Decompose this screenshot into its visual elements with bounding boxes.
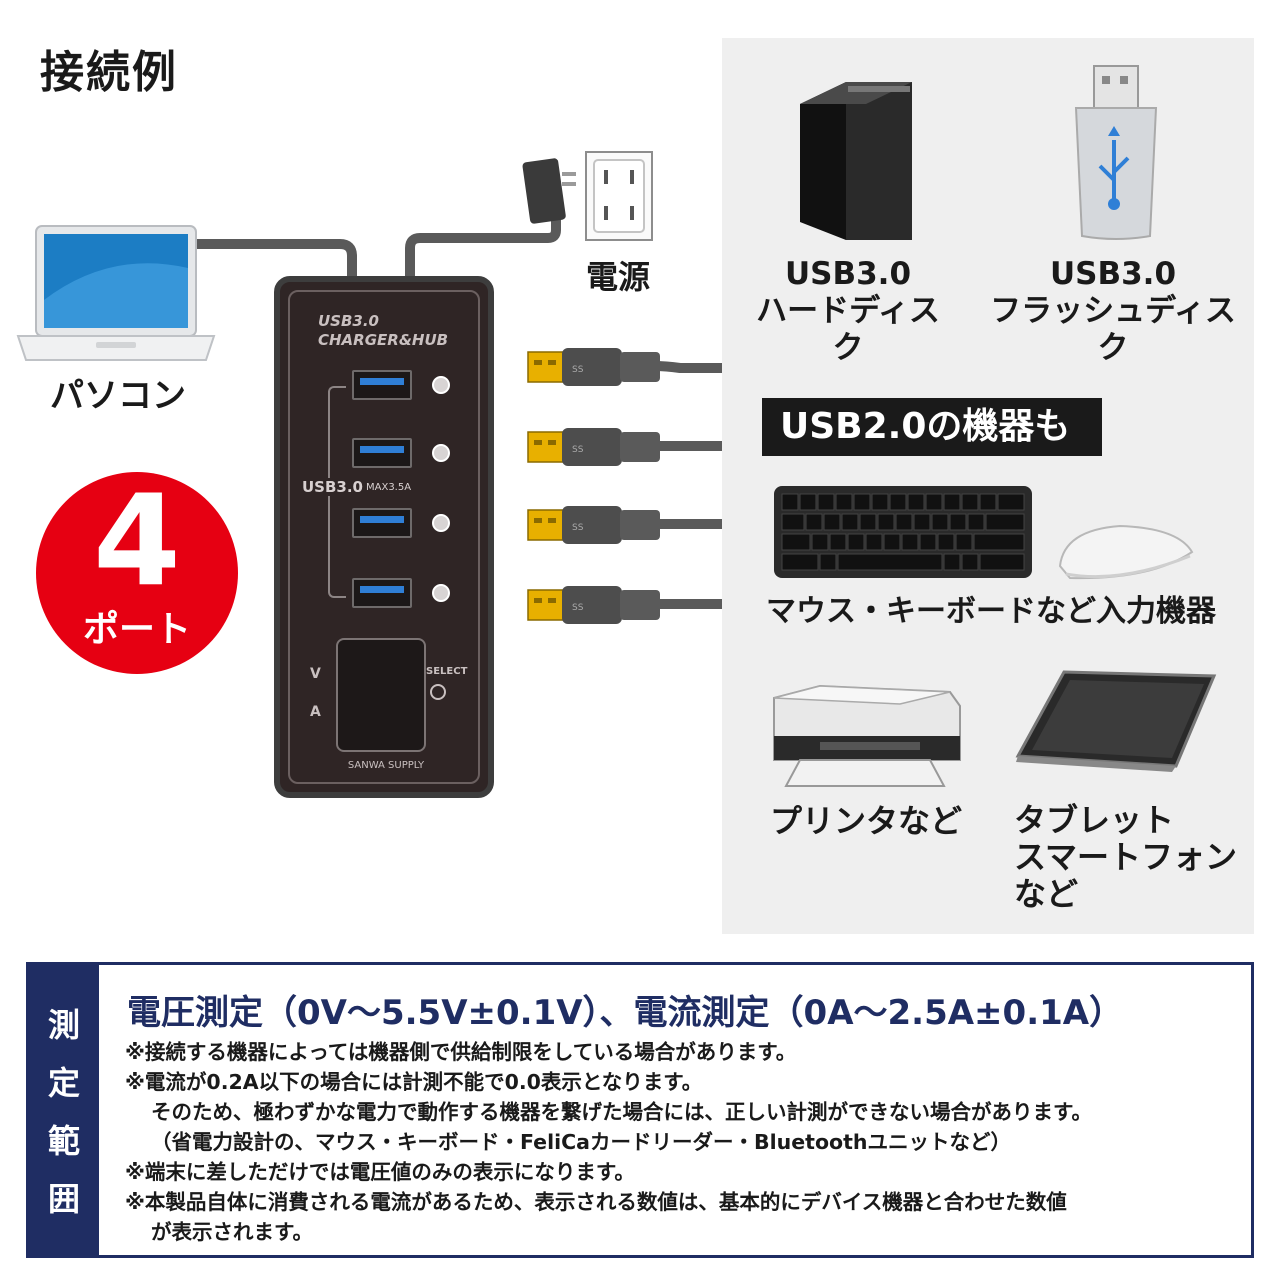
hub-usb-port-1[interactable] bbox=[352, 370, 412, 400]
hub-meter-display bbox=[336, 638, 426, 752]
input-devices-label: マウス・キーボードなど入力機器 bbox=[766, 594, 1216, 629]
note-line: が表示されます。 bbox=[151, 1220, 313, 1244]
tablet-label-line1: タブレット bbox=[1014, 801, 1175, 839]
page-title: 接続例 bbox=[40, 47, 178, 98]
hub-maker-label: SANWA SUPPLY bbox=[347, 760, 425, 771]
pc-label: パソコン bbox=[50, 376, 186, 416]
hub-usb3-label: USB3.0 bbox=[300, 478, 365, 496]
hub-usb-port-3[interactable] bbox=[352, 508, 412, 538]
side-char-3: 範 bbox=[47, 1122, 80, 1160]
svg-text:SS: SS bbox=[572, 365, 584, 375]
hub-power-switch-4[interactable] bbox=[432, 584, 450, 602]
wall-outlet-icon bbox=[585, 151, 653, 241]
hub-power-switch-3[interactable] bbox=[432, 514, 450, 532]
svg-text:SS: SS bbox=[572, 445, 584, 455]
measurement-range-side-label: 測 定 範 囲 bbox=[29, 965, 99, 1255]
hub-ampere-symbol: A bbox=[310, 704, 321, 720]
hub-select-button[interactable] bbox=[430, 684, 446, 700]
flash-drive-icon bbox=[1074, 65, 1158, 240]
ac-adapter-icon bbox=[522, 158, 576, 224]
power-label: 電源 bbox=[586, 258, 651, 296]
flash-label-line2: フラッシュディスク bbox=[990, 293, 1236, 367]
printer-icon bbox=[773, 684, 961, 787]
hub-voltage-symbol: V bbox=[310, 666, 321, 682]
hub-face bbox=[288, 290, 480, 784]
port-count-badge: 4 ポート bbox=[36, 472, 238, 674]
usb-plug-3: SS bbox=[527, 506, 722, 544]
tablet-label-line3: など bbox=[1014, 874, 1079, 913]
hub-brand-line2: CHARGER&HUB bbox=[318, 330, 449, 349]
note-line: ※本製品自体に消費される電流があるため、表示される数値は、基本的にデバイス機器と… bbox=[125, 1190, 1067, 1214]
hub-usb-port-4[interactable] bbox=[352, 578, 412, 608]
usb-plug-1: SS bbox=[527, 348, 722, 386]
usb2-banner: USB2.0の機器も bbox=[762, 398, 1102, 456]
port-count-number: 4 bbox=[93, 467, 181, 614]
keyboard-icon bbox=[774, 486, 1032, 578]
usb-plug-2: SS bbox=[527, 428, 722, 466]
usb-hub: USB3.0 CHARGER&HUB USB3.0 MAX3.5A V A SE… bbox=[274, 276, 494, 798]
note-line: ※電流が0.2A以下の場合には計測不能で0.0表示となります。 bbox=[125, 1070, 703, 1094]
flash-label-line1: USB3.0 bbox=[1049, 256, 1177, 292]
tablet-icon bbox=[1015, 670, 1217, 772]
hdd-label: USB3.0 ハードディスク bbox=[748, 256, 948, 368]
port-count-label: ポート bbox=[82, 609, 191, 650]
hdd-label-line1: USB3.0 bbox=[784, 256, 912, 292]
side-char-4: 囲 bbox=[47, 1180, 80, 1218]
note-line: ※接続する機器によっては機器側で供給制限をしている場合があります。 bbox=[125, 1040, 797, 1064]
svg-text:SS: SS bbox=[572, 523, 584, 533]
flash-label: USB3.0 フラッシュディスク bbox=[984, 256, 1242, 368]
hard-disk-icon bbox=[800, 82, 912, 240]
hub-usb-port-2[interactable] bbox=[352, 438, 412, 468]
hub-select-label: SELECT bbox=[426, 666, 468, 677]
usb-plug-4: SS bbox=[527, 586, 722, 624]
side-char-1: 測 bbox=[47, 1006, 80, 1044]
power-cable bbox=[405, 214, 561, 278]
measurement-notes: ※接続する機器によっては機器側で供給制限をしている場合があります。 ※電流が0.… bbox=[125, 1037, 1092, 1247]
hub-power-switch-1[interactable] bbox=[432, 376, 450, 394]
note-line: （省電力設計の、マウス・キーボード・FeliCaカードリーダー・Bluetoot… bbox=[151, 1130, 1012, 1154]
hub-max-label: MAX3.5A bbox=[366, 482, 412, 493]
laptop-icon bbox=[16, 225, 216, 361]
note-line: ※端末に差しただけでは電圧値のみの表示になります。 bbox=[125, 1160, 635, 1184]
printer-label: プリンタなど bbox=[770, 802, 963, 840]
tablet-label: タブレット スマートフォン など bbox=[1014, 802, 1237, 912]
mouse-icon bbox=[1058, 524, 1194, 580]
tablet-label-line2: スマートフォン bbox=[1014, 837, 1238, 876]
measurement-range-box: 測 定 範 囲 電圧測定（0V〜5.5V±0.1V）、電流測定（0A〜2.5A±… bbox=[26, 962, 1254, 1258]
svg-text:SS: SS bbox=[572, 603, 584, 613]
note-line: そのため、極わずかな電力で動作する機器を繋げた場合には、正しい計測ができない場合… bbox=[151, 1100, 1092, 1124]
hub-brand: USB3.0 CHARGER&HUB bbox=[318, 312, 448, 350]
pc-cable bbox=[190, 239, 357, 278]
measurement-heading: 電圧測定（0V〜5.5V±0.1V）、電流測定（0A〜2.5A±0.1A） bbox=[127, 993, 1124, 1033]
side-char-2: 定 bbox=[47, 1064, 80, 1102]
hub-power-switch-2[interactable] bbox=[432, 444, 450, 462]
hdd-label-line2: ハードディスク bbox=[756, 293, 940, 367]
illustrations: SS SS SS SS bbox=[16, 65, 1217, 787]
hub-brand-line1: USB3.0 bbox=[318, 312, 379, 330]
